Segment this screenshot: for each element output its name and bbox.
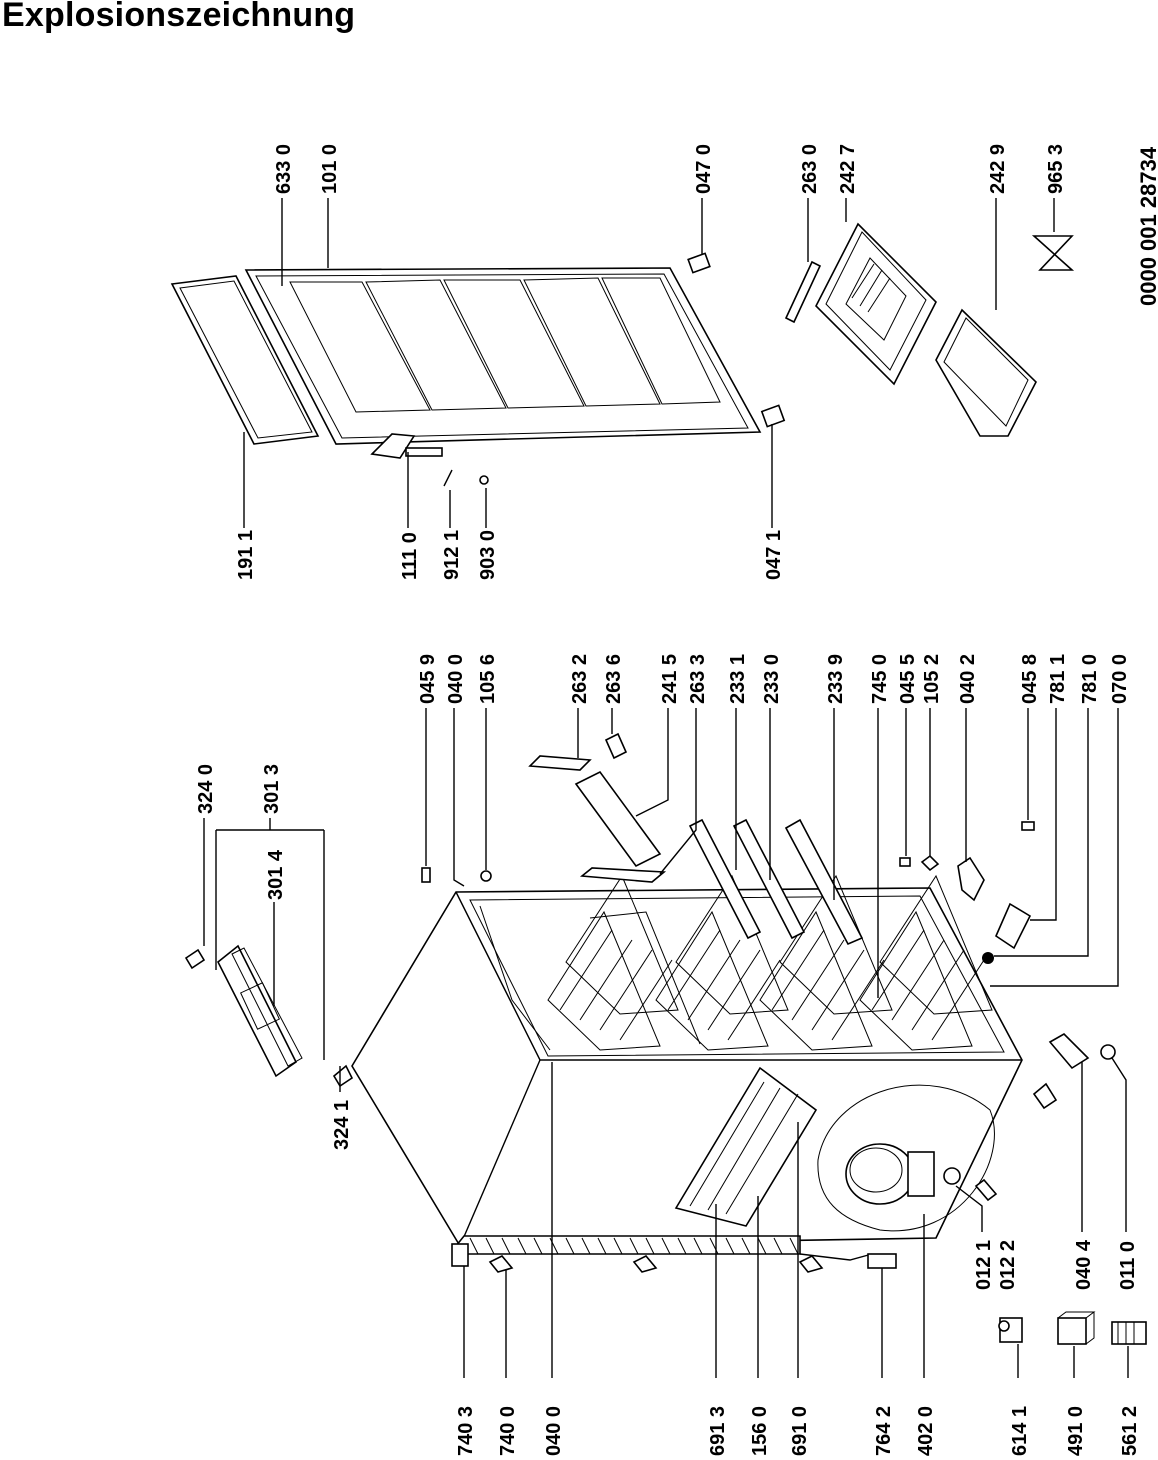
label-191-1: 191 1 (235, 530, 257, 580)
part-491-0 (1057, 1317, 1087, 1345)
label-745-0: 745 0 (869, 654, 891, 704)
part-965-3 (1031, 235, 1075, 271)
label-324-1: 324 1 (331, 1100, 353, 1150)
label-040-4: 040 4 (1073, 1239, 1095, 1290)
evaporator-shelves (547, 874, 993, 1051)
label-764-2: 764 2 (873, 1406, 895, 1456)
label-740-0: 740 0 (497, 1406, 519, 1456)
label-903-0: 903 0 (477, 530, 499, 580)
drawer-242-7-part (815, 222, 937, 386)
label-233-1: 233 1 (727, 654, 749, 704)
hinge-047-0-part (687, 252, 711, 274)
label-011-0: 011 0 (1117, 1241, 1139, 1290)
label-614-1: 614 1 (1009, 1406, 1031, 1456)
label-263-2: 263 2 (569, 654, 591, 704)
label-040-2: 040 2 (957, 654, 979, 704)
handle-part (370, 433, 416, 459)
leader-lines (203, 198, 1129, 1378)
label-040-0-bottom: 040 0 (543, 1406, 565, 1456)
drawer-parts (784, 222, 1075, 437)
door-outer-part (244, 267, 762, 445)
label-633-0: 633 0 (273, 144, 295, 194)
label-691-3: 691 3 (707, 1406, 729, 1456)
spare-parts (998, 1311, 1147, 1345)
door-seal-part (170, 275, 320, 445)
label-070-0: 070 0 (1109, 654, 1131, 704)
label-233-9: 233 9 (825, 654, 847, 704)
label-242-7: 242 7 (837, 144, 859, 194)
label-047-1: 047 1 (763, 530, 785, 580)
cabinet-body (351, 874, 1023, 1273)
condenser-part (674, 1066, 818, 1227)
part-561-2 (1111, 1321, 1147, 1345)
label-156-0: 156 0 (749, 1406, 771, 1456)
document-number: 0000 001 28734 (1136, 146, 1158, 306)
label-105-2: 105 2 (921, 654, 943, 704)
compressor-part (845, 1143, 915, 1205)
part-781-1 (994, 902, 1032, 950)
label-263-3: 263 3 (687, 654, 709, 704)
label-045-9: 045 9 (417, 654, 439, 704)
label-691-0: 691 0 (789, 1406, 811, 1456)
label-781-1: 781 1 (1047, 654, 1069, 704)
drawer-242-9-part (935, 308, 1037, 437)
label-101-0: 101 0 (319, 144, 341, 194)
door-assembly (170, 252, 786, 487)
label-241-5: 241 5 (659, 654, 681, 704)
label-561-2: 561 2 (1119, 1406, 1141, 1456)
label-781-0: 781 0 (1079, 654, 1101, 704)
inner-parts (421, 732, 1116, 1269)
label-040-0-top: 040 0 (445, 654, 467, 704)
label-045-8: 045 8 (1019, 654, 1041, 704)
shelf-241-5-part (574, 770, 662, 868)
label-301-4: 301 4 (265, 849, 287, 900)
label-402-0: 402 0 (915, 1406, 937, 1456)
label-045-5: 045 5 (897, 654, 919, 704)
label-491-0: 491 0 (1065, 1406, 1087, 1456)
part-040-2 (957, 856, 985, 902)
label-263-0: 263 0 (799, 144, 821, 194)
part-number-labels: 633 0 101 0 047 0 263 0 242 7 242 9 965 … (195, 144, 1158, 1456)
label-740-3: 740 3 (455, 1406, 477, 1456)
label-012-1: 012 1 (973, 1240, 995, 1290)
label-012-2: 012 2 (997, 1240, 1019, 1290)
label-111-0: 111 0 (399, 532, 421, 580)
control-panel-part (216, 944, 298, 1078)
label-912-1: 912 1 (441, 530, 463, 580)
label-965-3: 965 3 (1045, 144, 1067, 194)
label-233-0: 233 0 (761, 654, 783, 704)
hinge-047-1-part (760, 404, 786, 428)
compressor-area (817, 1084, 995, 1232)
label-047-0: 047 0 (693, 144, 715, 194)
label-263-6: 263 6 (603, 654, 625, 704)
label-324-0: 324 0 (195, 764, 217, 814)
control-panel (184, 829, 354, 1088)
label-242-9: 242 9 (987, 144, 1009, 194)
page-title: Explosionszeichnung (2, 0, 356, 34)
label-105-6: 105 6 (477, 654, 499, 704)
label-301-3: 301 3 (261, 764, 283, 814)
